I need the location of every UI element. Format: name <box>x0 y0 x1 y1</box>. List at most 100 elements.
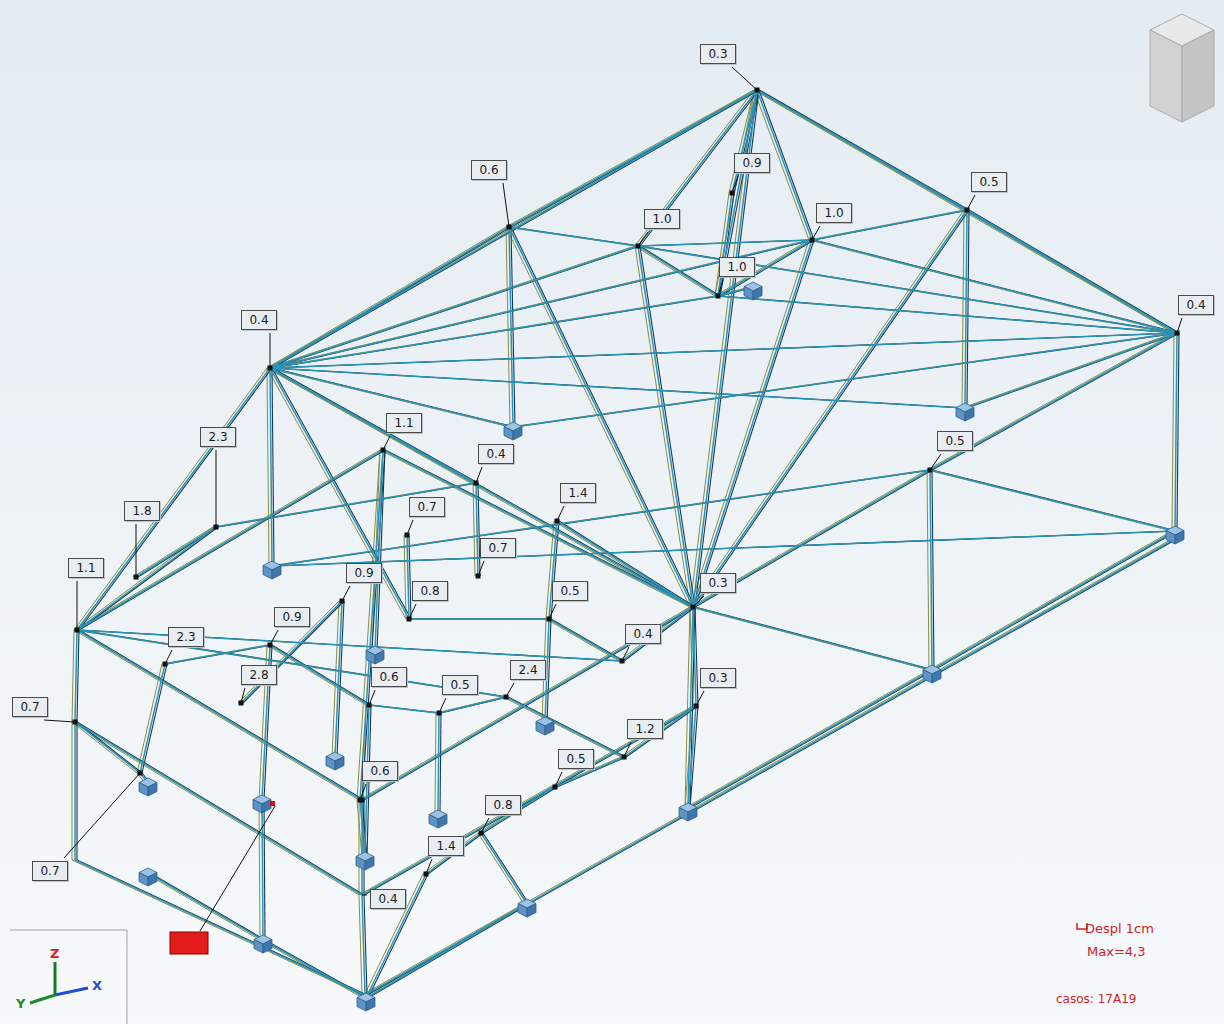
frame-member <box>243 601 344 703</box>
frame-member <box>932 531 1175 670</box>
frame-member <box>259 800 260 940</box>
leader-line <box>506 683 514 697</box>
frame-member <box>757 90 967 210</box>
frame-member <box>74 368 267 630</box>
leader-line <box>967 195 975 210</box>
frame-member <box>72 722 359 895</box>
frame-member <box>77 630 362 800</box>
leader-line <box>696 691 704 706</box>
frame-member <box>638 246 693 607</box>
cube-side <box>357 998 366 1012</box>
support-cube <box>429 810 447 828</box>
callout-number: 0.4 <box>370 889 406 909</box>
axis-x <box>55 988 88 995</box>
leader-line <box>64 773 140 858</box>
frame-member <box>383 450 693 607</box>
frame-member <box>624 607 695 661</box>
callout-number: 0.3 <box>700 573 736 593</box>
frame-member <box>150 873 265 940</box>
support-cube <box>139 778 157 796</box>
cube-side <box>536 722 545 736</box>
cube-side <box>356 857 365 871</box>
leader-line <box>383 436 390 450</box>
cube-side <box>527 904 536 918</box>
frame-member <box>546 619 619 661</box>
support-cube <box>744 282 762 300</box>
frame-member <box>503 697 621 757</box>
frame-member <box>267 368 690 607</box>
legend-note: Despl 1cm <box>1085 921 1154 936</box>
support-cube <box>923 665 941 683</box>
frame-member <box>362 706 696 895</box>
frame-member <box>76 722 77 860</box>
frame-member <box>74 722 76 860</box>
cube-side <box>366 651 375 665</box>
leader-line <box>270 333 271 368</box>
support-cube <box>254 935 272 953</box>
cube-side <box>429 815 438 829</box>
frame-member <box>695 240 814 607</box>
callout-number: 1.4 <box>428 836 464 856</box>
axis-y <box>30 995 55 1003</box>
cube-side <box>504 427 513 441</box>
frame-member <box>72 630 74 722</box>
frame-member <box>270 90 757 368</box>
frame-member <box>932 333 1179 470</box>
frame-member <box>407 535 409 619</box>
leader-line <box>503 183 509 227</box>
leader-line <box>478 561 484 576</box>
callout-number: 0.4 <box>625 624 661 644</box>
frame-member <box>426 833 481 874</box>
leader-line <box>200 806 275 931</box>
frame-member <box>75 722 362 895</box>
callout-number: 2.3 <box>168 627 204 647</box>
leader-line <box>409 604 416 619</box>
triad-frame <box>10 930 127 1024</box>
frame-member <box>79 368 272 630</box>
leader-line <box>44 720 75 722</box>
leader-line <box>555 772 562 787</box>
cube-side <box>366 998 375 1012</box>
frame-member <box>380 450 690 607</box>
cube-side <box>139 873 148 887</box>
frame-member <box>509 227 638 246</box>
callout-number: 0.7 <box>12 697 48 717</box>
legend-note: Max=4,3 <box>1087 944 1145 959</box>
frame-member <box>506 227 690 607</box>
frame-member <box>927 470 929 670</box>
callout-number: 0.4 <box>241 310 277 330</box>
frame-member <box>335 601 342 757</box>
frame-member <box>622 607 693 661</box>
callout-number: 0.5 <box>552 581 588 601</box>
leader-line <box>241 688 245 703</box>
cube-side <box>365 857 374 871</box>
frame-member <box>365 535 1182 995</box>
leader-line <box>165 650 172 664</box>
frame-member <box>965 333 1177 408</box>
callout-number: 0.7 <box>480 538 516 558</box>
frame-member <box>483 833 529 904</box>
leader-line <box>77 581 78 630</box>
callout-number: 1.0 <box>644 209 680 229</box>
frame-member <box>364 607 695 800</box>
frame-member <box>263 940 366 998</box>
frame-member <box>359 895 362 995</box>
callout-number: 0.5 <box>558 749 594 769</box>
frame-member <box>360 450 383 800</box>
frame-member <box>693 240 812 607</box>
frame-member <box>270 368 409 619</box>
callout-number: 0.3 <box>700 668 736 688</box>
leader-line <box>407 520 413 535</box>
leader-line <box>622 647 629 661</box>
support-cube <box>253 795 271 813</box>
callout-number: 0.9 <box>274 607 310 627</box>
callout-number: 1.0 <box>816 203 852 223</box>
leader-line <box>718 280 723 296</box>
frame-member <box>369 705 439 713</box>
frame-member <box>965 210 967 408</box>
frame-member <box>241 601 342 703</box>
frame-member <box>969 210 1179 333</box>
cube-side <box>513 427 522 441</box>
frame-member <box>549 521 557 619</box>
frame-member <box>962 210 964 408</box>
